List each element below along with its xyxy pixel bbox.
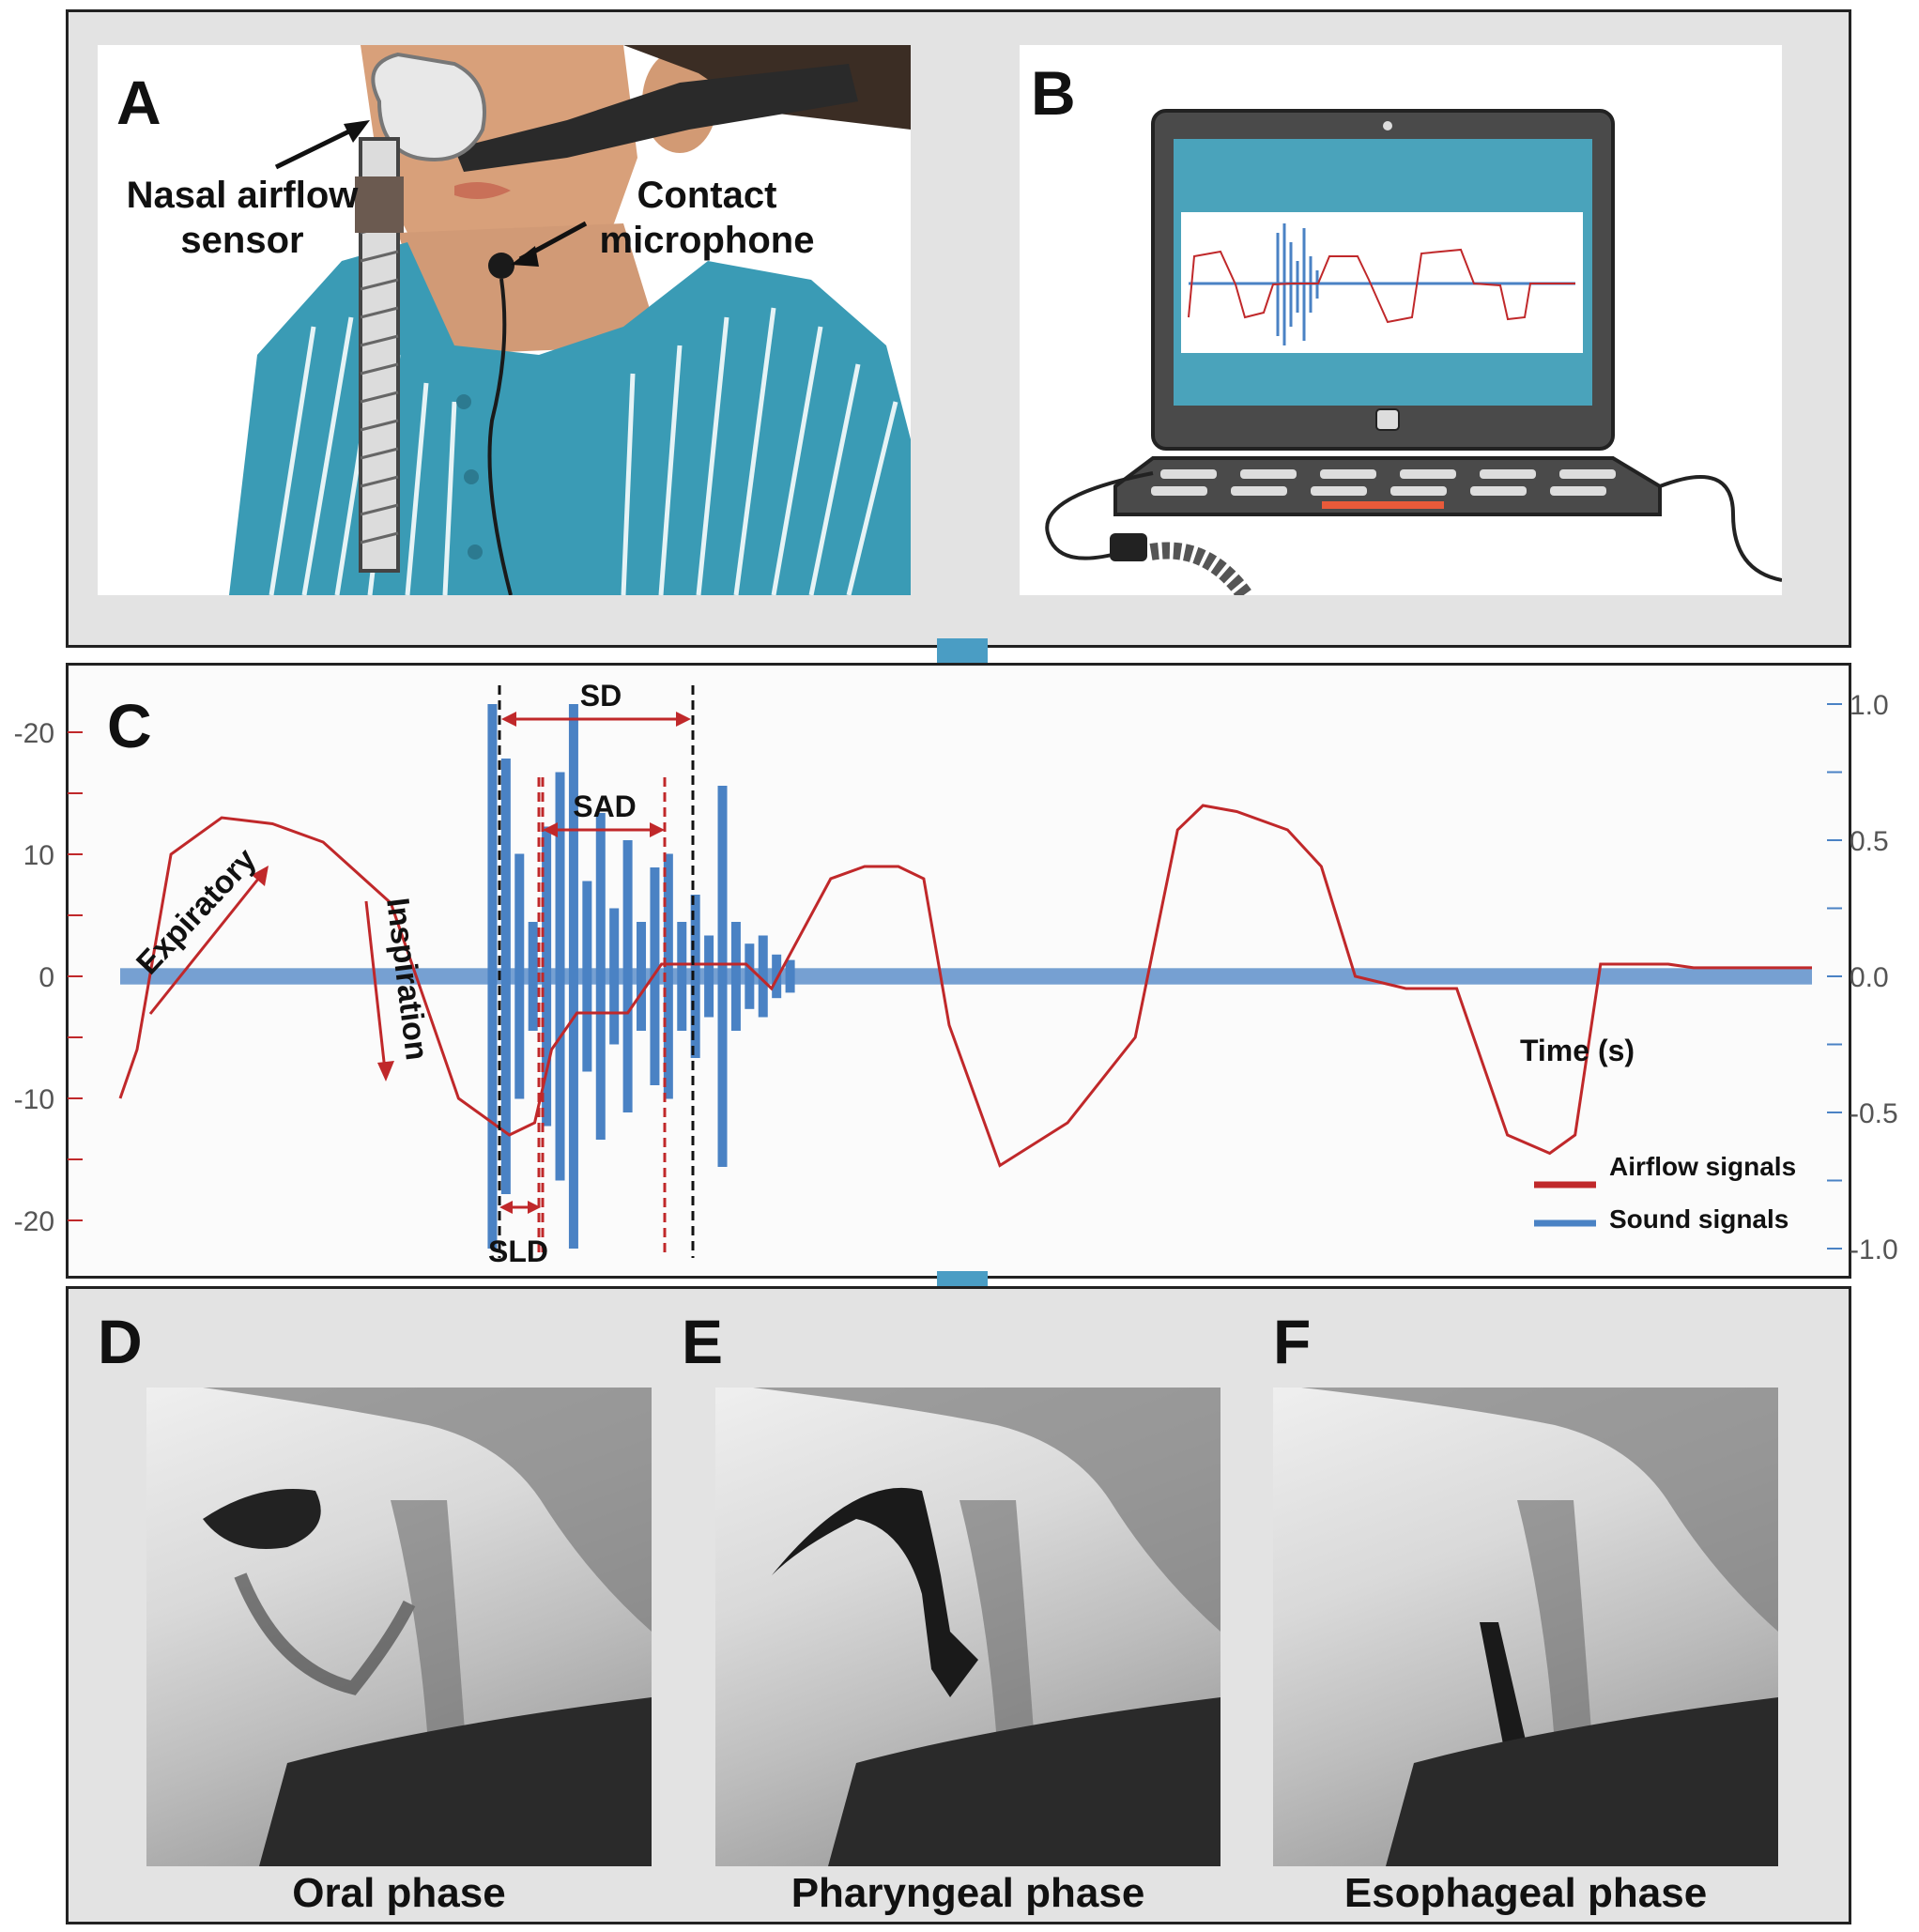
pharyngeal-bolus-e bbox=[772, 1487, 978, 1697]
sensor-tube bbox=[1149, 542, 1252, 595]
laptop-illustration bbox=[1045, 109, 1782, 595]
sound-burst-bar bbox=[609, 908, 620, 1045]
legend-airflow-label: Airflow signals bbox=[1609, 1152, 1796, 1181]
illustration-a bbox=[98, 45, 911, 595]
sound-burst-bar bbox=[555, 772, 565, 1181]
sound-burst-bar bbox=[704, 935, 714, 1018]
sd-label: SD bbox=[580, 679, 622, 713]
laptop-keys bbox=[1151, 469, 1616, 496]
panel-label-c: C bbox=[107, 691, 152, 760]
inspiration-arrow bbox=[364, 900, 387, 1071]
mini-airflow-signal bbox=[1188, 248, 1575, 324]
sound-burst-bar bbox=[582, 881, 592, 1072]
patient-illustration bbox=[229, 45, 911, 595]
right-axis-tick-label: 0.0 bbox=[1850, 962, 1889, 993]
panel-label-b: B bbox=[1031, 58, 1076, 128]
xray-oral-phase bbox=[146, 1388, 652, 1866]
shoulder-shape-e bbox=[828, 1697, 1220, 1866]
sound-burst-bar bbox=[487, 704, 498, 1249]
shoulder-shape-d bbox=[259, 1697, 652, 1866]
expiratory-label: Expiratory bbox=[130, 841, 264, 981]
shirt-stripes bbox=[269, 307, 898, 595]
sensor-cuff bbox=[355, 176, 404, 233]
nasal-pointer-arrow bbox=[274, 123, 362, 170]
sound-burst-bar bbox=[514, 853, 525, 1099]
right-axis-tick-label: 1.0 bbox=[1850, 690, 1889, 721]
right-axis-tick-label: 0.5 bbox=[1850, 826, 1889, 857]
sound-burst-bar bbox=[663, 853, 673, 1099]
chart-svg: -20 10 0 -10 -20 1.0 0.5 0.0 -0.5 -1.0 SD SAD SL… bbox=[14, 679, 1898, 1268]
neck-shape bbox=[398, 223, 661, 355]
sound-burst-bar bbox=[785, 959, 795, 993]
head-strap bbox=[454, 64, 858, 172]
sound-burst-bar bbox=[528, 922, 538, 1031]
sound-burst-bar bbox=[622, 840, 633, 1112]
sad-label: SAD bbox=[573, 790, 637, 823]
caption-pharyngeal-phase: Pharyngeal phase bbox=[791, 1870, 1145, 1916]
laptop-button bbox=[1375, 408, 1400, 431]
left-axis-tick-label: -10 bbox=[14, 1084, 54, 1115]
microphone-wire bbox=[487, 278, 513, 595]
left-cable bbox=[1045, 471, 1154, 560]
spine-shape-d bbox=[391, 1500, 466, 1744]
right-axis-tick-label: -0.5 bbox=[1850, 1098, 1898, 1129]
panel-label-d: D bbox=[98, 1307, 143, 1376]
sound-burst-bar bbox=[542, 826, 552, 1127]
xray-pharyngeal-phase bbox=[715, 1388, 1220, 1866]
contact-microphone bbox=[488, 253, 514, 279]
sound-burst-bar bbox=[758, 935, 768, 1018]
skull-shape-f bbox=[1301, 1388, 1778, 1632]
sld-label: SLD bbox=[488, 1234, 548, 1268]
caption-oral-phase: Oral phase bbox=[292, 1870, 506, 1916]
spine-shape-e bbox=[960, 1500, 1035, 1744]
legend-sound-label: Sound signals bbox=[1609, 1204, 1789, 1234]
left-axis-tick-label: 10 bbox=[23, 840, 54, 871]
laptop-camera bbox=[1383, 121, 1392, 130]
illustration-b bbox=[1020, 45, 1782, 595]
sound-burst-bar bbox=[690, 895, 700, 1058]
laptop-trackpad bbox=[1322, 501, 1444, 509]
left-axis-tick-label: -20 bbox=[14, 1206, 54, 1237]
sound-burst-bar bbox=[568, 704, 578, 1249]
sound-burst-bar bbox=[595, 813, 606, 1140]
airflow-tube bbox=[359, 137, 400, 573]
jaw-shape-d bbox=[234, 1572, 416, 1695]
nasal-airflow-sensor-label: Nasal airflow sensor bbox=[126, 175, 359, 261]
skull-shape-e bbox=[753, 1388, 1220, 1632]
right-cable bbox=[1659, 475, 1782, 582]
sound-burst-bar bbox=[745, 943, 755, 1009]
sound-burst-bar bbox=[650, 867, 660, 1085]
oral-bolus-d bbox=[203, 1489, 321, 1549]
xray-esophageal-phase bbox=[1273, 1388, 1778, 1866]
airflow-signal-line bbox=[118, 804, 1812, 1168]
right-axis-tick-label: -1.0 bbox=[1850, 1234, 1898, 1265]
sound-burst-bar bbox=[730, 922, 741, 1031]
left-axis-tick-label: -20 bbox=[14, 718, 54, 749]
sound-burst-bar bbox=[677, 922, 687, 1031]
x-axis-label: Time (s) bbox=[1520, 1034, 1635, 1067]
contact-microphone-label: Contact microphone bbox=[599, 175, 815, 261]
sound-burst-bar bbox=[717, 786, 728, 1167]
spine-shape-f bbox=[1517, 1500, 1592, 1744]
panel-label-e: E bbox=[682, 1307, 724, 1376]
left-axis-tick-label: 0 bbox=[38, 962, 54, 993]
skull-shape-d bbox=[203, 1388, 652, 1632]
panel-label-f: F bbox=[1273, 1307, 1312, 1376]
sound-burst-bar bbox=[637, 922, 647, 1031]
caption-esophageal-phase: Esophageal phase bbox=[1343, 1870, 1708, 1916]
panel-label-a: A bbox=[116, 68, 161, 137]
expiratory-arrow bbox=[148, 872, 265, 1015]
usb-sensor-plug bbox=[1110, 533, 1147, 561]
sound-burst-bar bbox=[500, 759, 511, 1194]
shoulder-shape-f bbox=[1386, 1697, 1778, 1866]
